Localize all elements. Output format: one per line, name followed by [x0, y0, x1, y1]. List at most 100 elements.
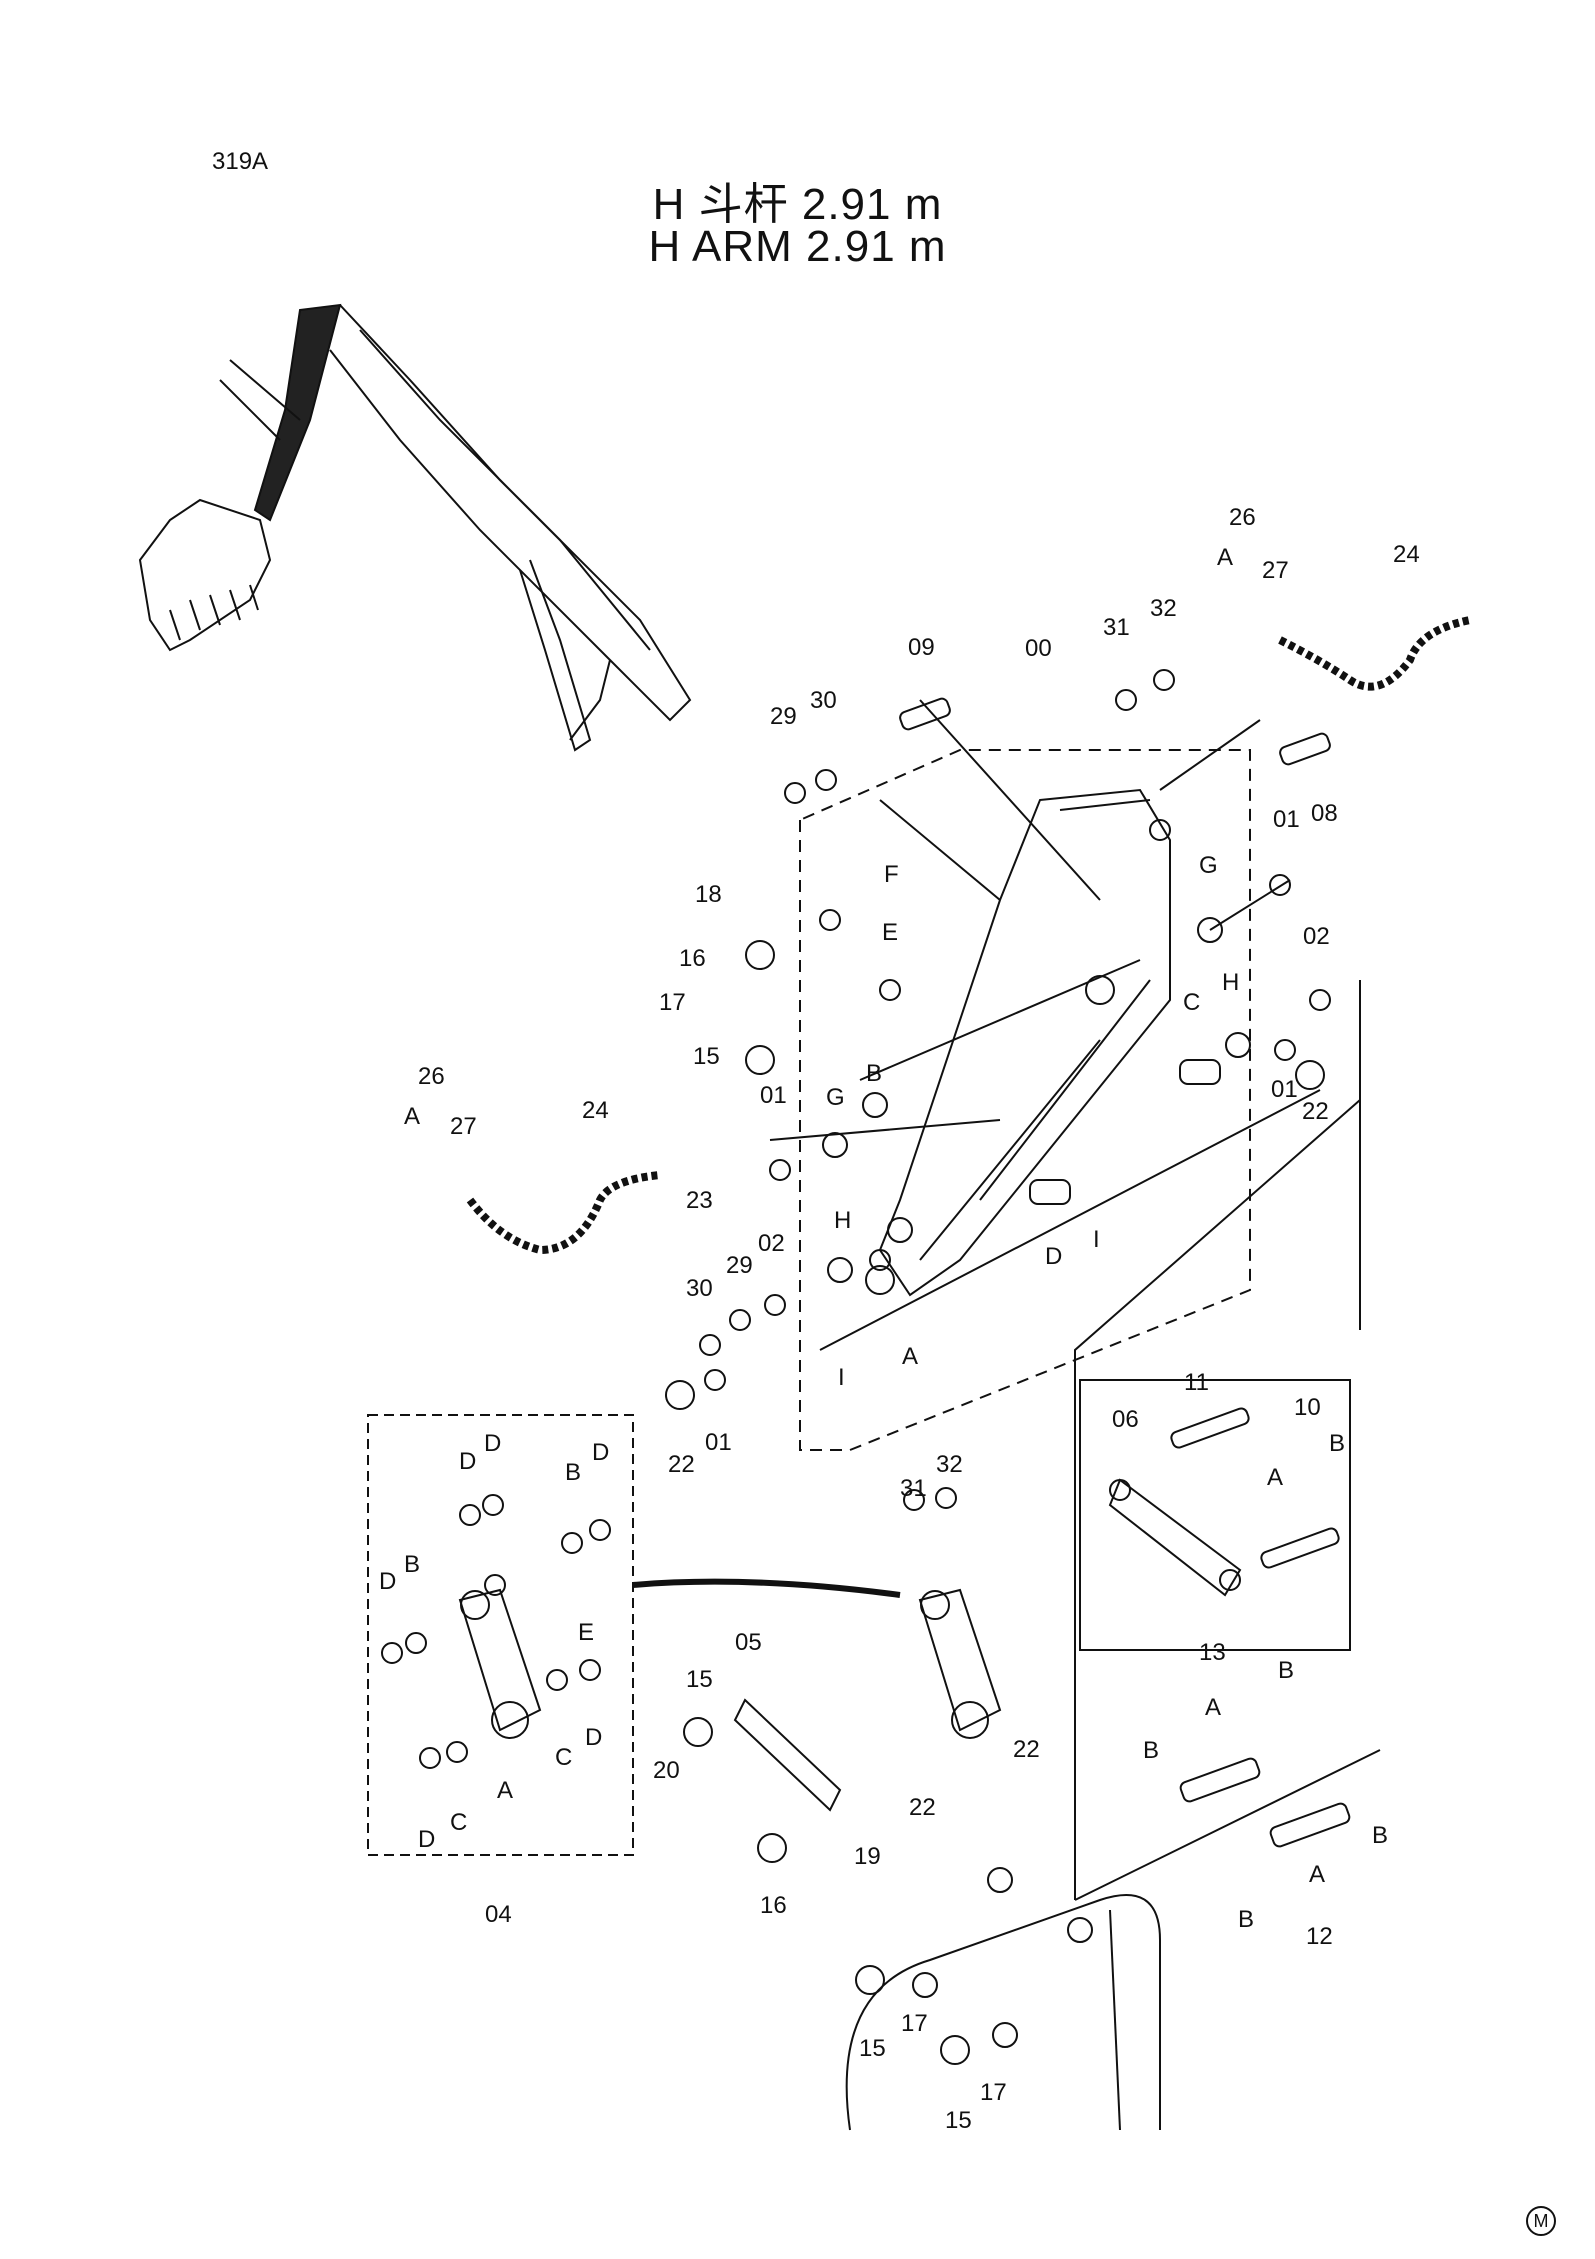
excavator-overview-illustration — [138, 303, 692, 752]
callout-label: F — [884, 861, 899, 888]
callout-label: B — [565, 1459, 581, 1486]
callout-label: 32 — [936, 1451, 963, 1478]
title-english: H ARM 2.91 m — [648, 222, 947, 271]
callout-label: 22 — [668, 1451, 695, 1478]
callout-label: 15 — [859, 2035, 886, 2062]
callout-label: C — [1183, 989, 1200, 1016]
callout-label: D — [379, 1568, 396, 1595]
callout-label: 09 — [908, 634, 935, 661]
callout-label: D — [418, 1826, 435, 1853]
callout-label: D — [592, 1439, 609, 1466]
callout-label: 08 — [1311, 800, 1338, 827]
callout-label: 10 — [1294, 1394, 1321, 1421]
callout-label: 24 — [582, 1097, 609, 1124]
callout-label: 19 — [854, 1843, 881, 1870]
callout-label: C — [555, 1744, 572, 1771]
callout-labels: 26 A 27 24 09 00 31 32 29 30 08 01 G 18 … — [379, 504, 1420, 2134]
callout-label: B — [1238, 1906, 1254, 1933]
callout-label: 01 — [1271, 1076, 1298, 1103]
hose-24-lower — [466, 1171, 661, 1255]
callout-label: 29 — [726, 1252, 753, 1279]
callout-label: B — [1372, 1822, 1388, 1849]
callout-label: 22 — [909, 1794, 936, 1821]
callout-label: D — [484, 1430, 501, 1457]
callout-label: 30 — [810, 687, 837, 714]
callout-label: 24 — [1393, 541, 1420, 568]
callout-label: 27 — [1262, 557, 1289, 584]
callout-label: A — [1205, 1694, 1221, 1721]
callout-label: 20 — [653, 1757, 680, 1784]
callout-label: 15 — [693, 1043, 720, 1070]
callout-label: 26 — [418, 1063, 445, 1090]
callout-label: 05 — [735, 1629, 762, 1656]
callout-label: 26 — [1229, 504, 1256, 531]
callout-label: 02 — [758, 1230, 785, 1257]
callout-label: 12 — [1306, 1923, 1333, 1950]
callout-label: I — [1093, 1226, 1100, 1253]
callout-label: 30 — [686, 1275, 713, 1302]
callout-label: 22 — [1013, 1736, 1040, 1763]
callout-label: 04 — [485, 1901, 512, 1928]
detail-connector — [632, 1578, 901, 1598]
callout-label: A — [497, 1777, 513, 1804]
link-06 — [1108, 1478, 1242, 1597]
callout-label: 16 — [679, 945, 706, 972]
callout-label: A — [1217, 544, 1233, 571]
link-detail-box — [367, 1414, 634, 1856]
callout-label: B — [1278, 1657, 1294, 1684]
callout-label: 32 — [1150, 595, 1177, 622]
callout-label: A — [902, 1343, 918, 1370]
callout-label: 17 — [659, 989, 686, 1016]
callout-label: A — [1309, 1861, 1325, 1888]
callout-label: D — [1045, 1243, 1062, 1270]
callout-label: B — [866, 1060, 882, 1087]
callout-label: 27 — [450, 1113, 477, 1140]
callout-label: G — [826, 1084, 845, 1111]
link-05-assembly — [918, 1588, 1002, 1739]
callout-label: B — [1143, 1737, 1159, 1764]
callout-label: 29 — [770, 703, 797, 730]
callout-label: A — [1267, 1464, 1283, 1491]
title-chinese: H 斗杆 2.91 m — [652, 180, 943, 229]
pins-and-bushings — [381, 669, 1351, 2065]
link-bar — [733, 1698, 842, 1812]
callout-label: G — [1199, 852, 1218, 879]
callout-label: 31 — [1103, 614, 1130, 641]
callout-label: 01 — [1273, 806, 1300, 833]
callout-label: 15 — [945, 2107, 972, 2134]
arm-body — [865, 788, 1171, 1297]
arm-dashed-outline — [799, 749, 1251, 1451]
callout-label: 18 — [695, 881, 722, 908]
callout-label: 01 — [705, 1429, 732, 1456]
callout-label: H — [834, 1207, 851, 1234]
callout-label: 31 — [900, 1475, 927, 1502]
callout-label: 23 — [686, 1187, 713, 1214]
callout-label: 00 — [1025, 635, 1052, 662]
callout-label: C — [450, 1809, 467, 1836]
callout-label: I — [838, 1364, 845, 1391]
callout-label: 17 — [980, 2079, 1007, 2106]
callout-label: 02 — [1303, 923, 1330, 950]
callout-label: 06 — [1112, 1406, 1139, 1433]
callout-label: 15 — [686, 1666, 713, 1693]
callout-label: 17 — [901, 2010, 928, 2037]
link-04-detail — [458, 1574, 542, 1739]
callout-label: A — [404, 1103, 420, 1130]
callout-label: D — [585, 1724, 602, 1751]
callout-label: 11 — [1184, 1369, 1209, 1396]
callout-label: 22 — [1302, 1098, 1329, 1125]
callout-label: E — [578, 1619, 594, 1646]
callout-label: E — [882, 919, 898, 946]
callout-label: 01 — [760, 1082, 787, 1109]
callout-label: 13 — [1199, 1639, 1226, 1666]
trademark-mark: M — [1526, 2206, 1556, 2236]
bucket-outline — [845, 1867, 1161, 2131]
callout-label: H — [1222, 969, 1239, 996]
callout-label: 16 — [760, 1892, 787, 1919]
callout-label: D — [459, 1448, 476, 1475]
callout-label: B — [1329, 1430, 1345, 1457]
callout-label: B — [404, 1551, 420, 1578]
hose-24-upper — [1278, 616, 1471, 691]
page-code: 319A — [212, 148, 269, 175]
